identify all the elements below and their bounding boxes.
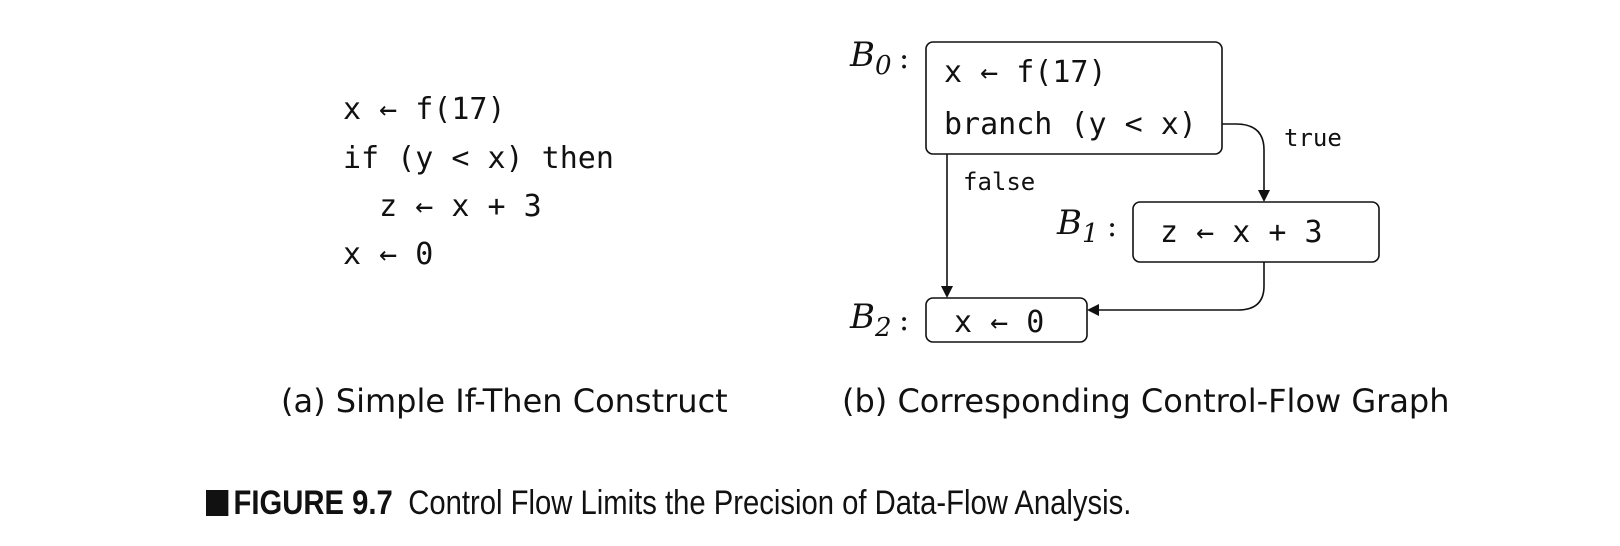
edge-b1-to-b2	[1087, 262, 1265, 316]
block-b1-label: B1	[1056, 203, 1099, 249]
block-b2-box	[925, 297, 1088, 343]
code-line-3: z ← x + 3	[343, 189, 542, 224]
block-b1-box	[1132, 201, 1380, 263]
block-b1: z ← x + 3 B1 :	[1056, 201, 1380, 263]
block-b0-colon: :	[899, 41, 909, 76]
figure-number: FIGURE 9.7	[233, 484, 393, 522]
figure-caption: FIGURE 9.7 Control Flow Limits the Precis…	[206, 484, 1131, 523]
block-b0-line-2: branch (y < x)	[944, 107, 1197, 142]
edge-b0-to-b2: false	[941, 154, 1035, 298]
block-b2-line-1: x ← 0	[954, 305, 1044, 340]
edge-label-false: false	[963, 168, 1035, 196]
code-line-4: x ← 0	[343, 237, 434, 272]
block-b2-label: B2	[849, 297, 892, 343]
edge-label-true: true	[1284, 124, 1342, 152]
caption-a: (a) Simple If-Then Construct	[281, 382, 728, 420]
block-b1-line-1: z ← x + 3	[1160, 215, 1323, 250]
block-b0-label: B0	[849, 35, 892, 81]
figure-title: Control Flow Limits the Precision of Dat…	[408, 484, 1132, 522]
block-b0: x ← f(17) branch (y < x) B0 :	[849, 35, 1223, 155]
code-line-2: if (y < x) then	[343, 141, 614, 176]
block-b2-colon: :	[899, 303, 909, 338]
code-listing: x ← f(17) if (y < x) then z ← x + 3 x ← …	[343, 92, 614, 272]
caption-b: (b) Corresponding Control-Flow Graph	[842, 382, 1450, 420]
code-line-1: x ← f(17)	[343, 92, 506, 127]
edge-b0-b1-line	[1222, 123, 1270, 202]
edge-b0-to-b1: true	[1222, 123, 1342, 202]
block-b0-line-1: x ← f(17)	[944, 55, 1107, 90]
edge-b1-b2-line	[1087, 262, 1265, 316]
figure-square-icon	[206, 490, 229, 516]
block-b0-box	[925, 41, 1223, 155]
block-b2: x ← 0 B2 :	[849, 297, 1088, 343]
block-b1-colon: :	[1107, 209, 1117, 244]
